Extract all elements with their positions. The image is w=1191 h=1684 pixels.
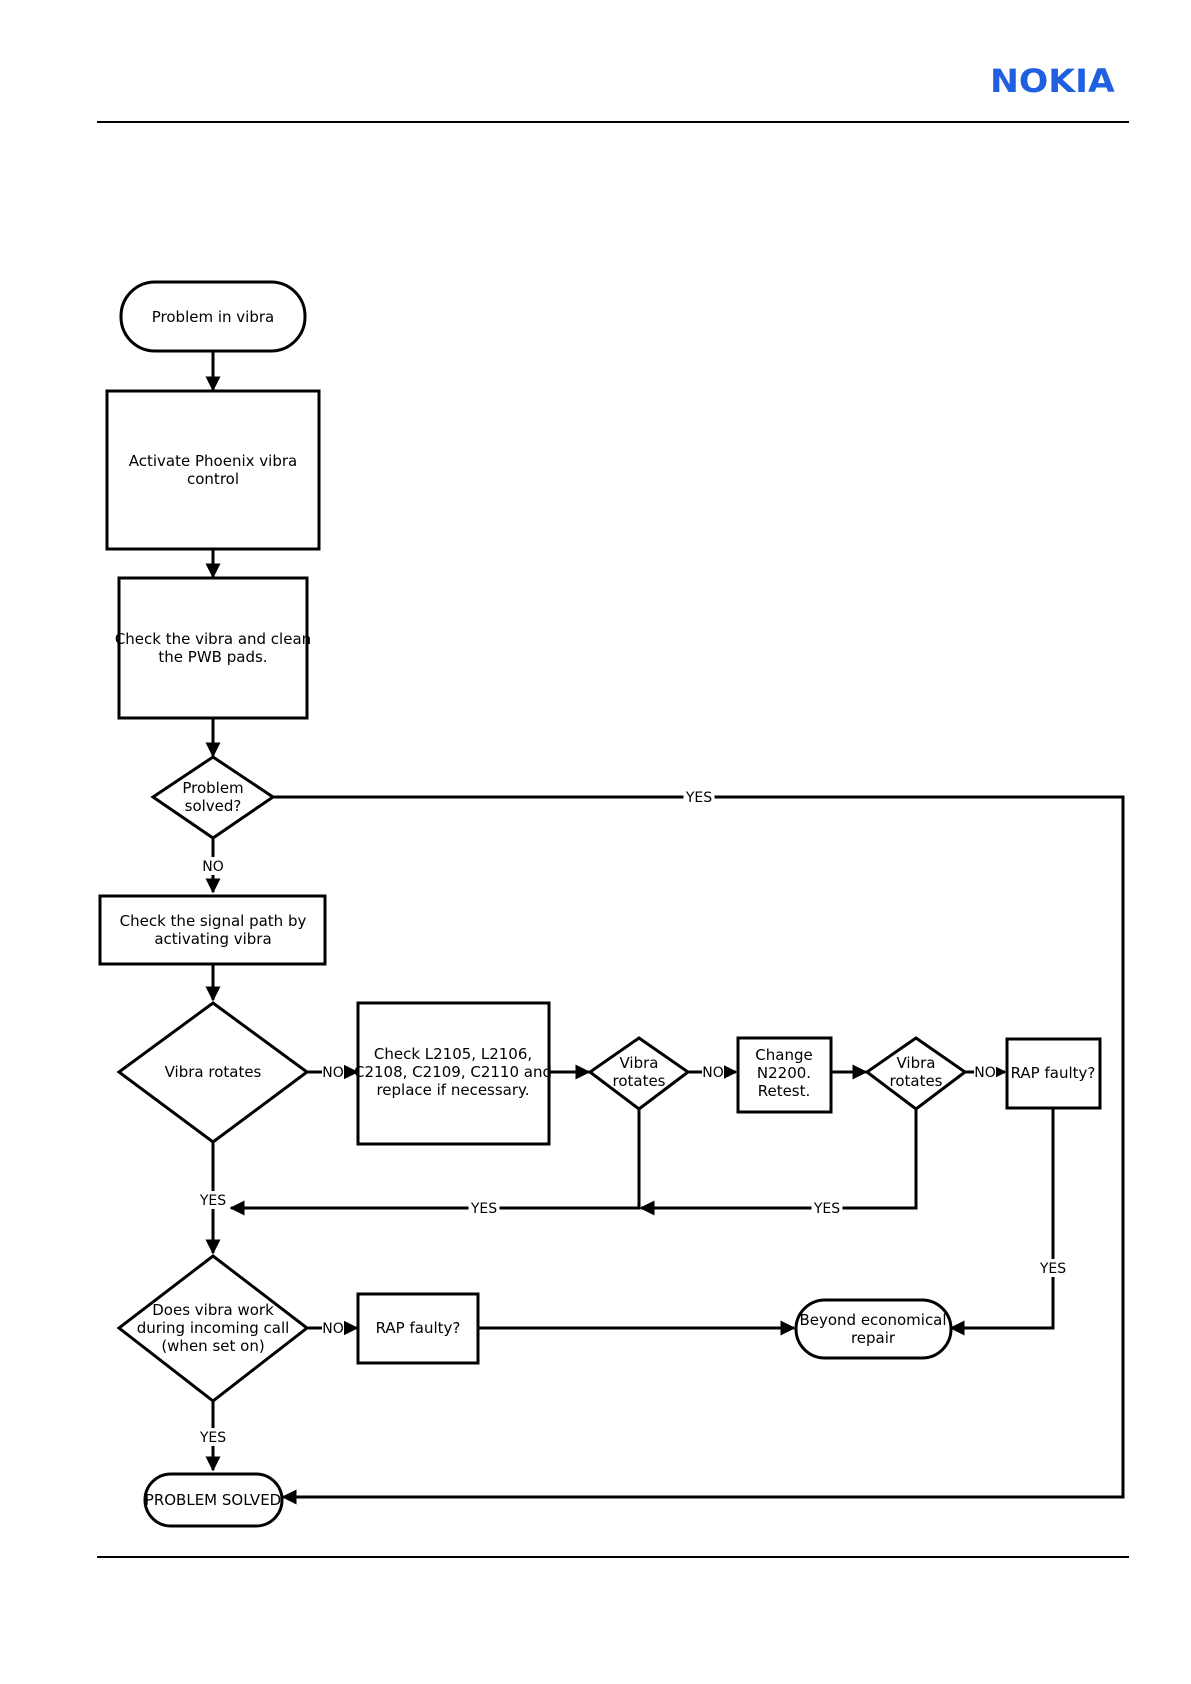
problem-solved-terminal — [143, 1472, 284, 1528]
check-parts-box — [356, 1001, 551, 1146]
edge-label-bg-rot1-no — [322, 1063, 344, 1081]
edge-label-rot1-no: NO — [322, 1065, 344, 1081]
solved-decision — [150, 755, 276, 840]
edge-label-bg-rot2-yes — [468, 1199, 500, 1217]
edge-label-rot1-yes: YES — [199, 1193, 226, 1209]
edge-label-rot3-no: NO — [974, 1065, 996, 1081]
rap-faulty-2-box — [356, 1292, 480, 1365]
connectors — [205, 351, 1125, 1505]
node-label-problem-solved: PROBLEM SOLVED — [145, 1491, 281, 1509]
edge-label-bg-rot3-yes — [811, 1199, 843, 1217]
rotates3-decision — [864, 1036, 968, 1111]
check-clean-box — [117, 576, 309, 720]
node-label-vibra-rotates-1: Vibra rotates — [165, 1063, 262, 1081]
edge-label-bg-rot3-no — [974, 1063, 996, 1081]
rotates2-decision — [587, 1036, 691, 1111]
edge-label-rot2-yes: YES — [470, 1201, 497, 1217]
edge-label-solved-yes: YES — [685, 790, 712, 806]
edge-label-rap1-yes: YES — [1039, 1261, 1066, 1277]
edge-label-bg-incoming-yes — [197, 1428, 229, 1446]
edge-label-rot2-no: NO — [702, 1065, 724, 1081]
check-signal-box — [98, 894, 327, 966]
edge-label-incoming-yes: YES — [199, 1430, 226, 1446]
edge-label-bg-rap1-yes — [1037, 1259, 1069, 1277]
node-label-check-parts: Check L2105, L2106,C2108, C2109, C2110 a… — [354, 1045, 552, 1099]
footer-rule — [97, 1556, 1129, 1558]
connector-rap1-yes — [949, 1108, 1055, 1336]
edge-labels: YES NO NO YES NO YES NO YES YES NO YES — [197, 788, 1069, 1446]
start-terminal — [119, 280, 307, 353]
node-label-rap-faulty-2: RAP faulty? — [376, 1319, 461, 1337]
rotates1-decision — [116, 1001, 310, 1144]
connector-rot2-yes — [229, 1109, 641, 1216]
beyond-repair-terminal — [794, 1298, 953, 1360]
edge-label-bg-solved-yes — [683, 788, 715, 806]
edge-label-bg-rot2-no — [702, 1063, 724, 1081]
header-rule — [97, 121, 1129, 123]
connector-solved-yes — [273, 795, 1125, 1505]
activate-box — [105, 389, 321, 551]
rap-faulty-1-box — [1005, 1037, 1102, 1110]
change-n2200-box — [736, 1036, 833, 1114]
shapes — [98, 280, 1102, 1528]
node-label-start: Problem in vibra — [152, 308, 274, 326]
edge-label-incoming-no: NO — [322, 1321, 344, 1337]
edge-label-solved-no: NO — [202, 859, 224, 875]
node-label-rap-faulty-1: RAP faulty? — [1011, 1064, 1096, 1082]
edge-label-bg-solved-no — [202, 857, 224, 875]
nokia-logo: NOKIA — [990, 62, 1115, 100]
connector-rot3-yes — [639, 1109, 918, 1216]
edge-label-bg-rot1-yes — [197, 1191, 229, 1209]
edge-label-rot3-yes: YES — [813, 1201, 840, 1217]
incoming-call-decision — [116, 1254, 310, 1403]
edge-label-bg-incoming-no — [322, 1319, 344, 1337]
